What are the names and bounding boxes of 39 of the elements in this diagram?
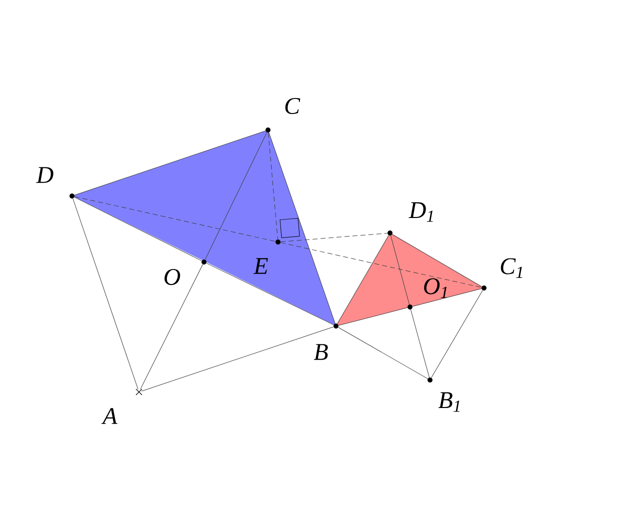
point: A [101, 388, 142, 424]
line-segment [390, 235, 410, 305]
line-segment [74, 196, 276, 242]
line-segment [431, 290, 483, 378]
line-segment [204, 132, 268, 260]
line-segment [338, 327, 428, 379]
line-segment [206, 262, 334, 326]
line-segment [337, 235, 389, 324]
point: E [253, 240, 280, 274]
point: O [164, 260, 206, 286]
point: C [266, 98, 300, 132]
node-label: B$_{1}$ [438, 392, 460, 412]
node-label: O$_{1}$ [424, 278, 447, 298]
node-label: B [314, 344, 328, 360]
node-label: E [253, 258, 268, 274]
node-label: C [285, 98, 300, 114]
node-label: O [164, 268, 180, 286]
line-segment [140, 264, 204, 390]
point: B$_{1}$ [428, 378, 460, 412]
line-segment [268, 132, 336, 324]
node-label: D$_{1}$ [408, 202, 433, 222]
line-segment [410, 309, 430, 378]
line-segment [141, 326, 334, 392]
point: O$_{1}$ [408, 278, 447, 310]
point: C$_{1}$ [482, 258, 522, 290]
line-segment [280, 242, 482, 288]
line-segment [72, 198, 138, 390]
line-segment [268, 132, 278, 240]
line-segment [280, 232, 388, 242]
line-segment [338, 307, 408, 326]
line-segment [74, 130, 266, 196]
node-label: C$_{1}$ [500, 258, 522, 278]
node-label: D [36, 167, 54, 183]
line-segment [392, 234, 482, 287]
point: B [314, 324, 338, 360]
line-segment [412, 288, 482, 307]
point: D [36, 167, 74, 198]
line-segment [74, 196, 202, 262]
point: D$_{1}$ [388, 202, 433, 236]
